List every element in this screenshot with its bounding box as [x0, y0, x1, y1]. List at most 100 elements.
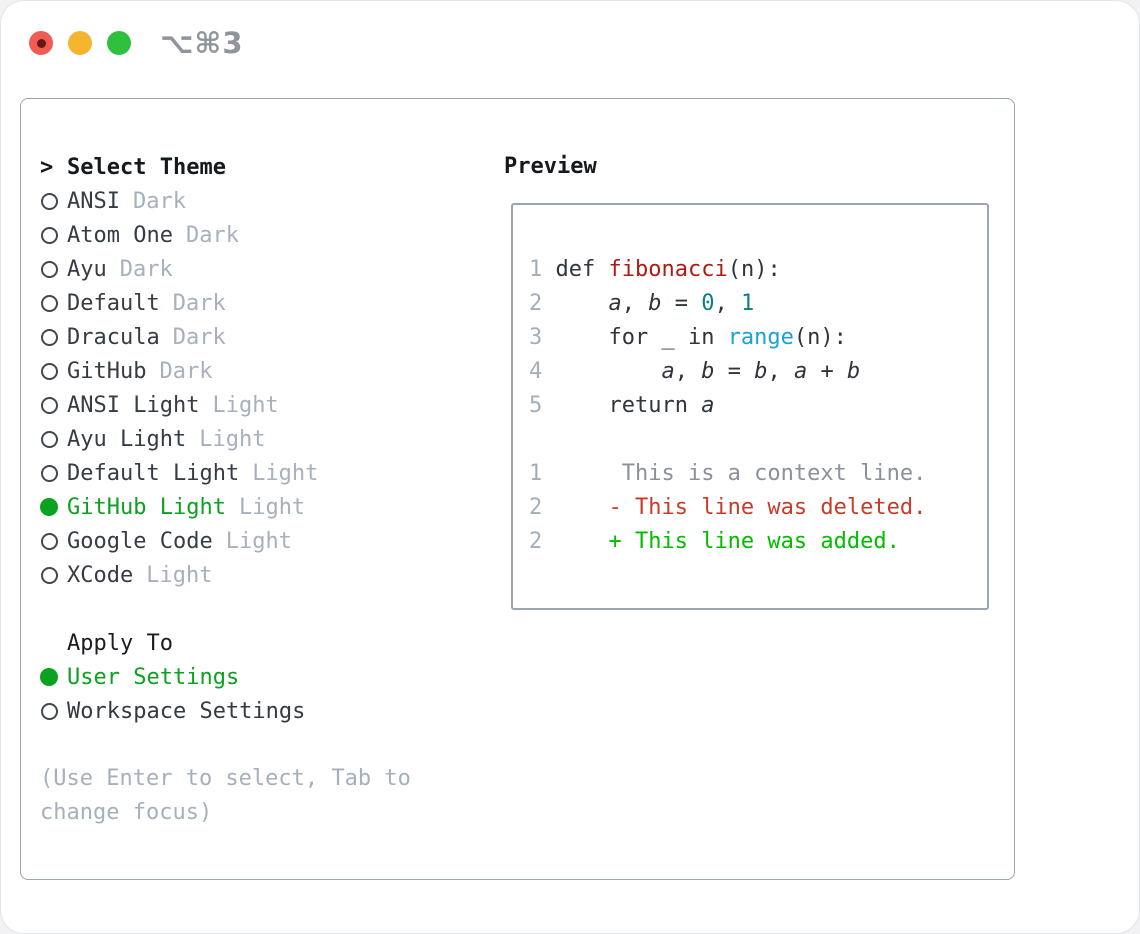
- radio-circle: [41, 192, 58, 210]
- theme-name: Ayu Light: [67, 426, 187, 452]
- line-number: 1: [529, 461, 556, 486]
- theme-variant-badge: Light: [225, 528, 292, 554]
- code-segment-p: [556, 291, 609, 316]
- radio-circle: [41, 396, 58, 414]
- radio-circle: [41, 702, 58, 720]
- apply-to-header: Apply To: [40, 626, 486, 660]
- radio-selected-icon[interactable]: [40, 498, 67, 516]
- line-number: 2: [529, 529, 556, 554]
- radio-icon[interactable]: [40, 294, 67, 312]
- radio-icon[interactable]: [40, 464, 67, 482]
- radio-icon[interactable]: [40, 396, 67, 414]
- line-number: 5: [529, 393, 556, 418]
- radio-icon[interactable]: [40, 260, 67, 278]
- code-segment-p: ,: [621, 291, 649, 316]
- radio-selected-dot: [40, 668, 58, 686]
- diff-line: 2 - This line was deleted.: [529, 491, 987, 525]
- theme-name: GitHub Light: [67, 494, 226, 520]
- radio-circle: [41, 260, 58, 278]
- code-segment-p: =: [661, 291, 702, 316]
- code-segment-ctx: This is a context line.: [555, 461, 927, 486]
- code-segment-v: b: [648, 291, 662, 316]
- code-segment-v: a: [661, 359, 675, 384]
- radio-circle: [41, 226, 58, 244]
- code-segment-c: range: [727, 325, 794, 350]
- code-line: 3 for _ in range(n):: [529, 321, 987, 355]
- theme-variant-badge: Light: [146, 562, 213, 588]
- code-segment-n: 0: [701, 291, 715, 316]
- theme-variant-badge: Dark: [172, 290, 226, 316]
- code-segment-v: b: [701, 359, 715, 384]
- apply-option-workspace-settings[interactable]: Workspace Settings: [40, 694, 486, 728]
- theme-option-default-light-light[interactable]: Default Light Light: [40, 456, 486, 490]
- radio-icon[interactable]: [40, 226, 67, 244]
- select-theme-header: > Select Theme: [40, 150, 486, 184]
- code-line: 2 a, b = 0, 1: [529, 287, 987, 321]
- code-segment-fn: fibonacci: [608, 257, 728, 282]
- line-number: 3: [529, 325, 556, 350]
- theme-name: Default Light: [67, 460, 240, 486]
- help-text: (Use Enter to select, Tab to change focu…: [40, 766, 411, 825]
- radio-selected-icon[interactable]: [40, 668, 67, 686]
- radio-circle: [41, 328, 58, 346]
- code-segment-p: (n):: [793, 325, 847, 350]
- theme-name: Default: [67, 290, 160, 316]
- maximize-button[interactable]: [107, 31, 131, 55]
- preview-header: Preview: [504, 154, 597, 179]
- radio-icon[interactable]: [40, 532, 67, 550]
- radio-icon[interactable]: [40, 362, 67, 380]
- code-segment-p: for _ in: [555, 325, 728, 350]
- code-segment-p: ,: [767, 359, 794, 384]
- radio-icon[interactable]: [40, 702, 67, 720]
- apply-option-label: User Settings: [67, 664, 240, 690]
- code-segment-n: 1: [740, 291, 755, 316]
- theme-option-default-dark[interactable]: Default Dark: [40, 286, 486, 320]
- theme-variant-badge: Dark: [185, 222, 239, 248]
- select-theme-label: Select Theme: [67, 154, 226, 180]
- theme-variant-badge: Light: [252, 460, 319, 486]
- radio-circle: [41, 294, 58, 312]
- code-segment-v: b: [846, 359, 861, 384]
- diff-preview: 1 This is a context line. 2 - This line w…: [529, 457, 987, 559]
- code-segment-p: def: [555, 257, 609, 282]
- radio-circle: [41, 430, 58, 448]
- theme-option-github-dark[interactable]: GitHub Dark: [40, 354, 486, 388]
- radio-circle: [41, 362, 58, 380]
- theme-variant-badge: Dark: [172, 324, 226, 350]
- code-segment-v: a: [608, 291, 622, 316]
- theme-option-github-light-light[interactable]: GitHub Light Light: [40, 490, 486, 524]
- spacer: [40, 592, 486, 626]
- line-number: 2: [529, 495, 556, 520]
- radio-icon[interactable]: [40, 328, 67, 346]
- selection-caret-icon: >: [40, 154, 54, 180]
- theme-option-google-code-light[interactable]: Google Code Light: [40, 524, 486, 558]
- radio-icon[interactable]: [40, 430, 67, 448]
- code-segment-v: a: [793, 359, 808, 384]
- code-segment-p: ,: [674, 359, 702, 384]
- code-segment-p: return: [555, 393, 702, 418]
- radio-icon[interactable]: [40, 566, 67, 584]
- close-button[interactable]: [29, 31, 53, 55]
- minimize-button[interactable]: [68, 31, 92, 55]
- code-segment-add: + This line was added.: [555, 529, 900, 554]
- close-button-dot: [36, 38, 46, 48]
- radio-icon[interactable]: [40, 192, 67, 210]
- code-line: 4 a, b = b, a + b: [529, 355, 987, 389]
- line-number: 1: [529, 257, 556, 282]
- theme-name: GitHub: [67, 358, 147, 384]
- theme-variant-badge: Light: [238, 494, 306, 520]
- theme-name: Google Code: [67, 528, 213, 554]
- line-number: 2: [529, 291, 556, 316]
- apply-option-user-settings[interactable]: User Settings: [40, 660, 486, 694]
- theme-variant-badge: Dark: [159, 358, 213, 384]
- diff-line: 2 + This line was added.: [529, 525, 987, 559]
